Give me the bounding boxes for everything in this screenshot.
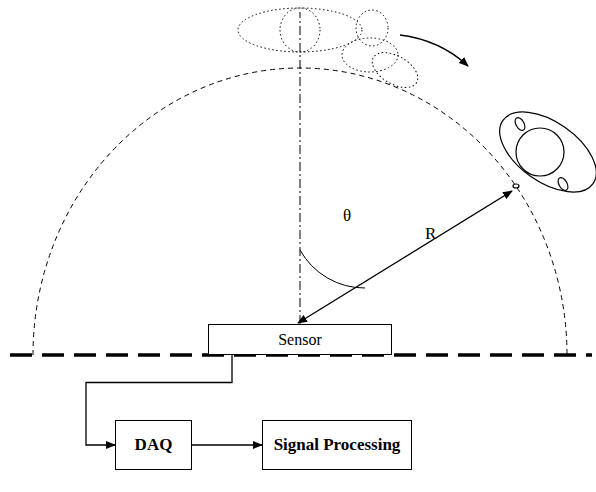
node-text: DAQ [135, 435, 173, 455]
sensor-box: Sensor [208, 324, 392, 355]
head-positions [238, 8, 424, 95]
symbol-label: R [425, 224, 436, 244]
processing-box: Signal Processing [262, 420, 412, 470]
head-figure [486, 96, 596, 208]
motion-arrow [400, 35, 468, 66]
angle-arc [300, 250, 365, 288]
axis-line [300, 12, 301, 324]
symbol-label: θ [343, 206, 351, 226]
node-text: Sensor [278, 331, 322, 349]
radius-arrow [298, 191, 512, 323]
node-text: Signal Processing [274, 435, 401, 455]
signal-connector [192, 444, 262, 445]
daq-box: DAQ [115, 420, 192, 470]
